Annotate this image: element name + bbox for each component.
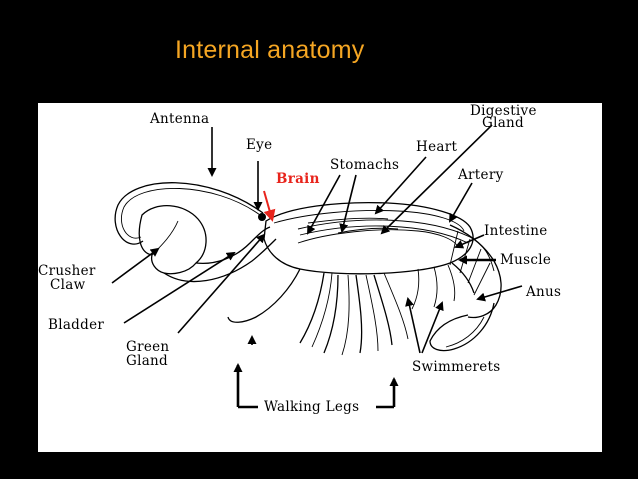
label-heart: Heart: [416, 139, 457, 155]
slide-title: Internal anatomy: [175, 36, 365, 64]
label-stomachs: Stomachs: [330, 157, 399, 173]
label-brain: Brain: [276, 171, 320, 187]
swimmerets-outline: [411, 264, 456, 310]
label-muscle: Muscle: [500, 252, 551, 268]
label-crusher: Crusher: [38, 263, 96, 279]
label-antenna: Antenna: [149, 111, 209, 127]
label-green-gland: Gland: [126, 353, 168, 369]
label-intestine: Intestine: [484, 223, 548, 239]
antenna-outline: [114, 182, 264, 245]
label-eye: Eye: [246, 137, 272, 153]
lobster-illustration: Antenna Eye Brain Stomachs Heart Digesti…: [38, 103, 561, 415]
label-artery: Artery: [457, 167, 504, 183]
walking-leg-1: [227, 268, 301, 323]
walking-legs-outline: [299, 272, 393, 354]
label-digestive-gland: Gland: [482, 115, 524, 131]
lobster-body: [114, 182, 502, 356]
label-green: Green: [126, 339, 169, 355]
tail-fan-outline: [429, 302, 495, 352]
label-bladder: Bladder: [48, 317, 104, 333]
eye-dot: [258, 213, 266, 221]
diagram-labels: Antenna Eye Brain Stomachs Heart Digesti…: [38, 103, 561, 415]
label-digestive: Digestive: [470, 103, 537, 119]
label-claw: Claw: [50, 277, 86, 293]
label-anus: Anus: [525, 284, 561, 300]
pointer-lines: [111, 124, 523, 409]
label-walking-legs: Walking Legs: [264, 399, 359, 415]
label-swimmerets: Swimmerets: [412, 359, 501, 375]
carapace-outline: [263, 202, 474, 275]
anatomy-diagram: Antenna Eye Brain Stomachs Heart Digesti…: [38, 103, 602, 452]
